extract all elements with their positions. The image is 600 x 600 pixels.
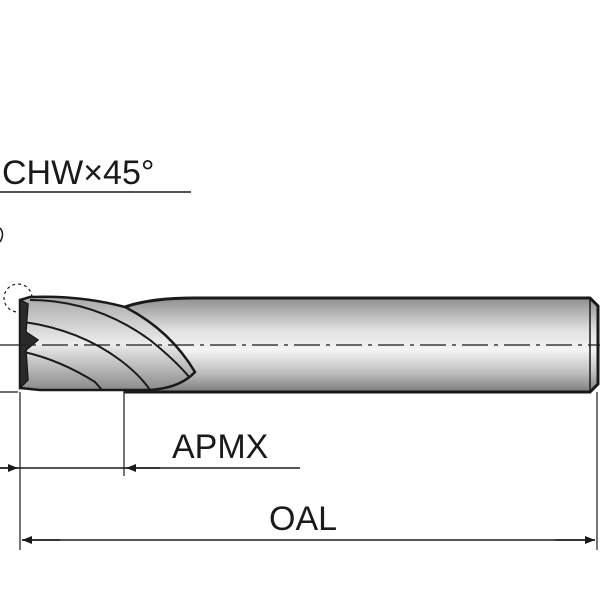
- flute-section: [18, 295, 197, 392]
- flute-helix-2: [23, 321, 151, 391]
- oal-label: OAL: [269, 500, 337, 538]
- apmx-dimension: APMX: [0, 428, 300, 472]
- chamfer-callout: CHW×45°: [0, 154, 191, 313]
- chamfer-label: CHW×45°: [2, 154, 154, 192]
- extension-lines: [0, 391, 598, 550]
- apmx-label: APMX: [172, 428, 268, 466]
- partial-arc-mark: [0, 227, 4, 243]
- flute-helix-3: [23, 351, 103, 391]
- flute-helix-1: [29, 299, 191, 379]
- oal-dimension: OAL: [22, 500, 595, 544]
- end-mill-tool: [0, 295, 600, 394]
